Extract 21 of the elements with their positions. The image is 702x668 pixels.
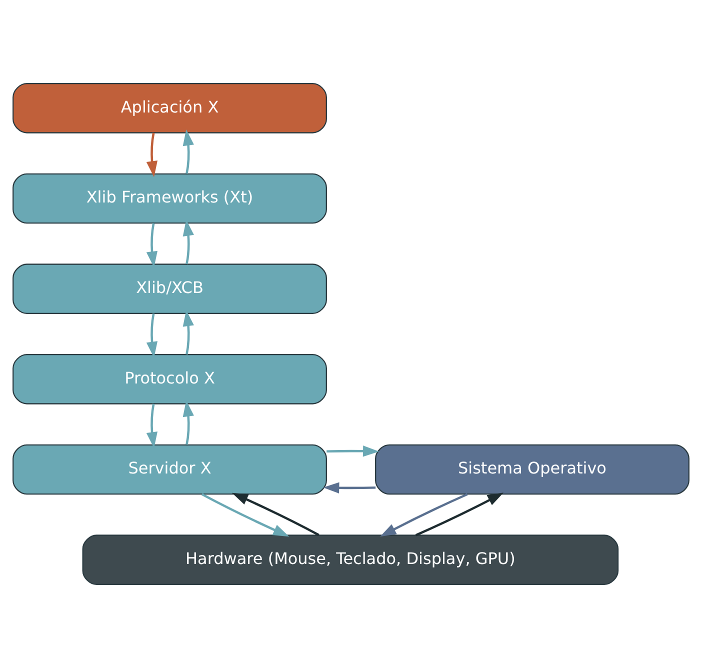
arrow [201,493,290,537]
node-box: Xlib Frameworks (Xt) [12,173,327,224]
node-box: Servidor X [12,444,327,495]
node-box: Protocolo X [12,354,327,404]
arrow [146,313,158,358]
arrow [182,400,194,445]
arrow [380,493,468,537]
node-box: Xlib/XCB [12,264,327,314]
arrow [182,310,194,355]
arrow [146,223,158,268]
arrow [182,129,194,174]
arrow [146,132,158,178]
arrow [182,220,194,264]
node-box: Aplicación X [12,83,327,134]
arrow [323,482,376,494]
arrow [415,492,504,536]
arrow [146,404,158,448]
arrow [326,446,380,457]
node-box: Hardware (Mouse, Teclado, Display, GPU) [82,534,619,585]
node-box: Sistema Operativo [375,444,690,495]
arrow [232,492,320,536]
